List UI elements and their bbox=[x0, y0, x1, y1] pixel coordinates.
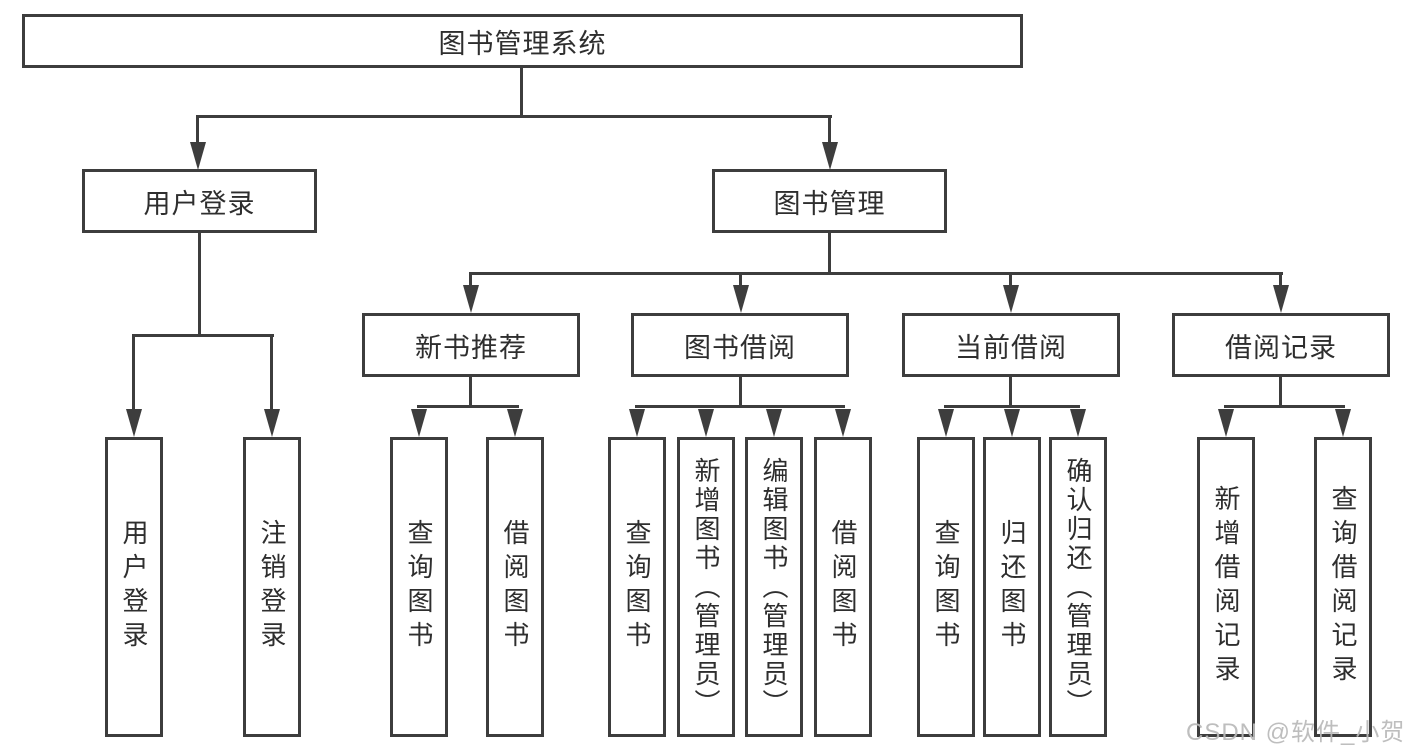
arrow-down-icon bbox=[835, 409, 851, 437]
leaf-label: 借阅图书 bbox=[828, 519, 858, 655]
leaf-query-borrow-record: 查询借阅记录 bbox=[1314, 437, 1372, 737]
leaf-add-book-admin: 新增图书（管理员） bbox=[677, 437, 735, 737]
arrow-down-icon bbox=[1004, 409, 1020, 437]
leaf-label: 确认归还（管理员） bbox=[1063, 456, 1093, 718]
node-label: 图书管理系统 bbox=[438, 28, 607, 59]
arrow-down-icon bbox=[1273, 285, 1289, 313]
edge-current-borrow-split bbox=[944, 405, 1080, 408]
leaf-label: 注销登录 bbox=[257, 519, 287, 655]
arrow-down-icon bbox=[126, 409, 142, 437]
leaf-edit-book-admin: 编辑图书（管理员） bbox=[745, 437, 803, 737]
node-book-borrow: 图书借阅 bbox=[631, 313, 849, 377]
leaf-label: 查询借阅记录 bbox=[1328, 485, 1358, 689]
arrow-down-icon bbox=[190, 142, 206, 170]
edge-borrow-records-drop bbox=[1279, 375, 1282, 408]
edge-level2-split bbox=[196, 115, 832, 118]
node-root-library-system: 图书管理系统 bbox=[22, 14, 1023, 68]
edge-root-drop bbox=[520, 66, 523, 117]
leaf-label: 查询图书 bbox=[404, 519, 434, 655]
arrow-down-icon bbox=[698, 409, 714, 437]
arrow-down-icon bbox=[411, 409, 427, 437]
edge-to-book-borrow bbox=[739, 272, 742, 288]
leaf-query-book-borrow: 查询图书 bbox=[608, 437, 666, 737]
leaf-label: 归还图书 bbox=[997, 519, 1027, 655]
edge-user-login-drop bbox=[198, 233, 201, 337]
leaf-user-login: 用户登录 bbox=[105, 437, 163, 737]
edge-new-book-rec-split bbox=[417, 405, 519, 408]
leaf-label: 查询图书 bbox=[622, 519, 652, 655]
arrow-down-icon bbox=[507, 409, 523, 437]
node-book-mgmt: 图书管理 bbox=[712, 169, 947, 233]
leaf-query-book-current: 查询图书 bbox=[917, 437, 975, 737]
edge-to-user-login bbox=[196, 115, 199, 145]
node-borrow-records: 借阅记录 bbox=[1172, 313, 1390, 377]
arrow-down-icon bbox=[463, 285, 479, 313]
edge-user-login-split bbox=[132, 334, 274, 337]
node-label: 新书推荐 bbox=[415, 332, 527, 363]
leaf-query-book-rec: 查询图书 bbox=[390, 437, 448, 737]
leaf-label: 新增借阅记录 bbox=[1211, 485, 1241, 689]
edge-current-borrow-drop bbox=[1009, 375, 1012, 408]
arrow-down-icon bbox=[822, 142, 838, 170]
edge-to-new-book-rec bbox=[469, 272, 472, 288]
leaf-label: 新增图书（管理员） bbox=[691, 456, 721, 718]
node-label: 借阅记录 bbox=[1225, 332, 1337, 363]
edge-book-mgmt-drop bbox=[828, 233, 831, 275]
edge-to-book-mgmt bbox=[828, 115, 831, 145]
arrow-down-icon bbox=[629, 409, 645, 437]
leaf-label: 用户登录 bbox=[119, 519, 149, 655]
node-new-book-rec: 新书推荐 bbox=[362, 313, 580, 377]
edge-borrow-records-split bbox=[1224, 405, 1345, 408]
edge-level3-split bbox=[469, 272, 1283, 275]
node-label: 当前借阅 bbox=[955, 332, 1067, 363]
edge-book-borrow-drop bbox=[739, 375, 742, 408]
arrow-down-icon bbox=[1070, 409, 1086, 437]
csdn-watermark: CSDN @软件_小贺同学 bbox=[1186, 719, 1405, 746]
arrow-down-icon bbox=[766, 409, 782, 437]
arrow-down-icon bbox=[1335, 409, 1351, 437]
node-label: 用户登录 bbox=[143, 188, 256, 219]
leaf-label: 查询图书 bbox=[931, 519, 961, 655]
node-label: 图书管理 bbox=[773, 188, 886, 219]
leaf-logout: 注销登录 bbox=[243, 437, 301, 737]
edge-to-borrow-records bbox=[1279, 272, 1282, 288]
leaf-add-borrow-record: 新增借阅记录 bbox=[1197, 437, 1255, 737]
leaf-confirm-return-admin: 确认归还（管理员） bbox=[1049, 437, 1107, 737]
arrow-down-icon bbox=[1218, 409, 1234, 437]
edge-book-borrow-split bbox=[635, 405, 845, 408]
leaf-return-book: 归还图书 bbox=[983, 437, 1041, 737]
node-user-login: 用户登录 bbox=[82, 169, 317, 233]
edge-new-book-rec-drop bbox=[469, 375, 472, 408]
leaf-borrow-book-rec: 借阅图书 bbox=[486, 437, 544, 737]
arrow-down-icon bbox=[733, 285, 749, 313]
edge-to-leaf-user-login bbox=[132, 334, 135, 412]
arrow-down-icon bbox=[1003, 285, 1019, 313]
arrow-down-icon bbox=[938, 409, 954, 437]
edge-to-leaf-logout bbox=[270, 334, 273, 412]
leaf-label: 编辑图书（管理员） bbox=[759, 456, 789, 718]
arrow-down-icon bbox=[264, 409, 280, 437]
leaf-label: 借阅图书 bbox=[500, 519, 530, 655]
edge-to-current-borrow bbox=[1009, 272, 1012, 288]
node-current-borrow: 当前借阅 bbox=[902, 313, 1120, 377]
leaf-borrow-book: 借阅图书 bbox=[814, 437, 872, 737]
node-label: 图书借阅 bbox=[684, 332, 796, 363]
